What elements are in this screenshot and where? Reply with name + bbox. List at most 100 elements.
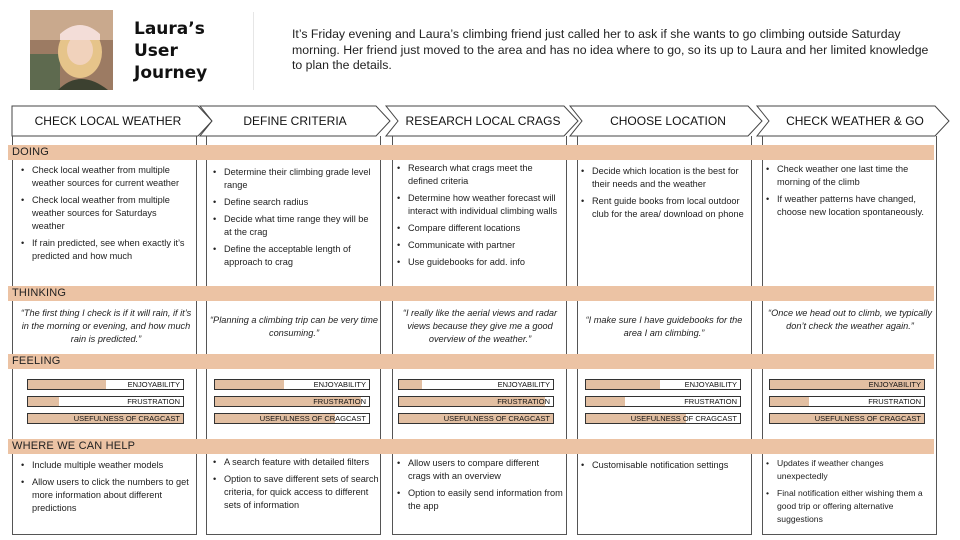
- feeling-bar: ENJOYABILITY: [214, 379, 370, 390]
- stage-header-1: CHECK LOCAL WEATHER: [12, 106, 212, 136]
- help-cell-5: Updates if weather changes unexpectedly …: [766, 457, 934, 530]
- doing-cell-5: Check weather one last time the morning …: [766, 163, 934, 223]
- list-item: Allow users to compare different crags w…: [397, 457, 563, 483]
- feeling-bar-fill: [586, 397, 625, 406]
- list-item: Allow users to click the numbers to get …: [21, 476, 191, 515]
- list-item: A search feature with detailed filters: [213, 456, 379, 469]
- feeling-bar-label: USEFULNESS OF CRAGCAST: [74, 414, 180, 423]
- help-cell-3: Allow users to compare different crags w…: [397, 457, 563, 517]
- feeling-bar-fill: [399, 380, 422, 389]
- list-item: Compare different locations: [397, 222, 563, 235]
- feeling-bar: FRUSTRATION: [27, 396, 184, 407]
- feeling-bar-fill: [28, 397, 59, 406]
- stage-label: RESEARCH LOCAL CRAGS: [386, 106, 580, 136]
- section-label-feeling: FEELING: [12, 354, 60, 369]
- feeling-bar: ENJOYABILITY: [769, 379, 925, 390]
- thinking-quote-5: “Once we head out to climb, we typically…: [766, 307, 934, 333]
- list-item: Determine how weather forecast will inte…: [397, 192, 563, 218]
- list-item: Final notification either wishing them a…: [766, 487, 934, 526]
- feeling-bar-fill: [215, 380, 284, 389]
- title-line-3: Journey: [134, 62, 207, 84]
- feeling-bar-label: USEFULNESS OF CRAGCAST: [444, 414, 550, 423]
- list-item: Check weather one last time the morning …: [766, 163, 934, 189]
- thinking-quote-4: “I make sure I have guidebooks for the a…: [580, 314, 748, 340]
- feeling-bar: FRUSTRATION: [585, 396, 741, 407]
- stage-header-4: CHOOSE LOCATION: [570, 106, 762, 136]
- section-band-thinking: THINKING: [8, 286, 934, 301]
- doing-cell-1: Check local weather from multiple weathe…: [21, 164, 191, 267]
- feeling-bar-label: FRUSTRATION: [127, 397, 180, 406]
- list-item: Check local weather from multiple weathe…: [21, 194, 191, 233]
- section-label-doing: DOING: [12, 145, 49, 160]
- feeling-bar-label: ENJOYABILITY: [314, 380, 366, 389]
- header-divider: [253, 12, 254, 90]
- list-item: Define the acceptable length of approach…: [213, 243, 377, 269]
- section-band-doing: DOING: [8, 145, 934, 160]
- feeling-bar: ENJOYABILITY: [27, 379, 184, 390]
- stage-header-2: DEFINE CRITERIA: [200, 106, 390, 136]
- feeling-bar-label: ENJOYABILITY: [869, 380, 921, 389]
- feeling-bar: USEFULNESS OF CRAGCAST: [769, 413, 925, 424]
- list-item: Option to save different sets of search …: [213, 473, 379, 512]
- section-label-thinking: THINKING: [12, 286, 66, 301]
- feeling-bar: FRUSTRATION: [769, 396, 925, 407]
- feeling-bar-label: FRUSTRATION: [313, 397, 366, 406]
- feeling-bar-label: USEFULNESS OF CRAGCAST: [260, 414, 366, 423]
- feeling-bar-label: FRUSTRATION: [868, 397, 921, 406]
- list-item: Rent guide books from local outdoor club…: [581, 195, 747, 221]
- help-cell-4: Customisable notification settings: [581, 459, 747, 476]
- doing-cell-3: Research what crags meet the defined cri…: [397, 162, 563, 273]
- list-item: Research what crags meet the defined cri…: [397, 162, 563, 188]
- scenario-text: It’s Friday evening and Laura’s climbing…: [292, 27, 932, 74]
- list-item: Check local weather from multiple weathe…: [21, 164, 191, 190]
- thinking-quote-3: “I really like the aerial views and rada…: [396, 307, 564, 346]
- thinking-quote-1: “The first thing I check is if it will r…: [20, 307, 192, 346]
- list-item: Decide what time range they will be at t…: [213, 213, 377, 239]
- help-cell-1: Include multiple weather models Allow us…: [21, 459, 191, 519]
- title-line-1: Laura’s: [134, 18, 207, 40]
- stage-label: CHOOSE LOCATION: [570, 106, 766, 136]
- stage-header-5: CHECK WEATHER & GO: [757, 106, 949, 136]
- list-item: Include multiple weather models: [21, 459, 191, 472]
- title-line-2: User: [134, 40, 207, 62]
- feeling-bar: ENJOYABILITY: [585, 379, 741, 390]
- feeling-bar: USEFULNESS OF CRAGCAST: [27, 413, 184, 424]
- feeling-bar: USEFULNESS OF CRAGCAST: [214, 413, 370, 424]
- stage-label: DEFINE CRITERIA: [200, 106, 390, 136]
- feeling-bar: FRUSTRATION: [214, 396, 370, 407]
- stage-label: CHECK WEATHER & GO: [757, 106, 953, 136]
- list-item: Determine their climbing grade level ran…: [213, 166, 377, 192]
- thinking-quote-2: “Planning a climbing trip can be very ti…: [210, 314, 378, 340]
- feeling-bar-label: FRUSTRATION: [684, 397, 737, 406]
- list-item: Customisable notification settings: [581, 459, 747, 472]
- help-cell-2: A search feature with detailed filters O…: [213, 456, 379, 516]
- feeling-bar-fill: [770, 397, 809, 406]
- list-item: Decide which location is the best for th…: [581, 165, 747, 191]
- feeling-bar: USEFULNESS OF CRAGCAST: [585, 413, 741, 424]
- section-label-help: WHERE WE CAN HELP: [12, 439, 135, 454]
- stage-label: CHECK LOCAL WEATHER: [12, 106, 204, 136]
- feeling-bar-label: FRUSTRATION: [497, 397, 550, 406]
- doing-cell-2: Determine their climbing grade level ran…: [213, 166, 377, 273]
- feeling-bar: ENJOYABILITY: [398, 379, 554, 390]
- list-item: Define search radius: [213, 196, 377, 209]
- stage-header-3: RESEARCH LOCAL CRAGS: [386, 106, 578, 136]
- section-band-help: WHERE WE CAN HELP: [8, 439, 934, 454]
- list-item: Option to easily send information from t…: [397, 487, 563, 513]
- feeling-bar-fill: [586, 380, 660, 389]
- list-item: If rain predicted, see when exactly it’s…: [21, 237, 191, 263]
- feeling-bar-label: USEFULNESS OF CRAGCAST: [815, 414, 921, 423]
- feeling-bar: USEFULNESS OF CRAGCAST: [398, 413, 554, 424]
- list-item: Updates if weather changes unexpectedly: [766, 457, 934, 483]
- list-item: Communicate with partner: [397, 239, 563, 252]
- avatar-photo: [30, 10, 113, 90]
- feeling-bar-label: ENJOYABILITY: [128, 380, 180, 389]
- feeling-bar: FRUSTRATION: [398, 396, 554, 407]
- list-item: If weather patterns have changed, choose…: [766, 193, 934, 219]
- list-item: Use guidebooks for add. info: [397, 256, 563, 269]
- person-photo-icon: [30, 10, 113, 90]
- section-band-feeling: FEELING: [8, 354, 934, 369]
- page-title: Laura’s User Journey: [134, 18, 207, 84]
- doing-cell-4: Decide which location is the best for th…: [581, 165, 747, 225]
- feeling-bar-label: ENJOYABILITY: [498, 380, 550, 389]
